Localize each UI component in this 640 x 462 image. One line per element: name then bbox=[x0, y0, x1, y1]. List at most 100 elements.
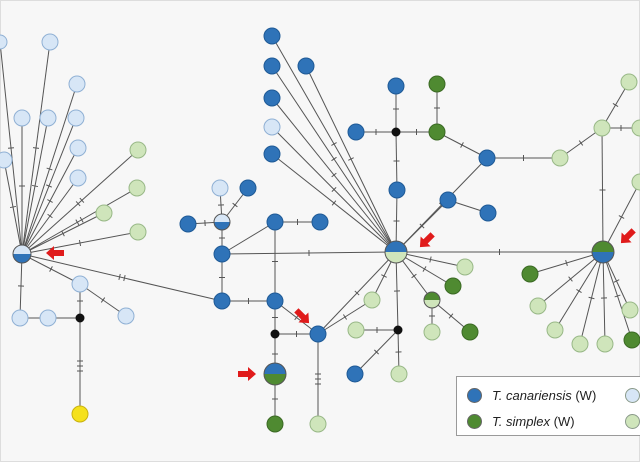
mutation-tick bbox=[7, 147, 15, 149]
haplotype-node-sp1-outline bbox=[213, 213, 231, 231]
legend-swatch-simplex bbox=[467, 413, 482, 429]
red-arrow-shape bbox=[419, 232, 435, 248]
mutation-tick bbox=[578, 140, 584, 146]
haplotype-node-b20 bbox=[346, 365, 364, 383]
haplotype-node-lg17 bbox=[631, 173, 640, 191]
haplotype-node-lg7 bbox=[456, 258, 474, 276]
legend-swatch-canariensis bbox=[467, 387, 482, 403]
mutation-tick bbox=[47, 213, 53, 219]
haplotype-node-l4 bbox=[13, 109, 31, 127]
mutation-tick bbox=[31, 184, 39, 188]
haplotype-node-bl1 bbox=[211, 179, 229, 197]
haplotype-node-h2-bottom-half bbox=[385, 252, 407, 263]
haplotype-node-lg14 bbox=[571, 335, 589, 353]
haplotype-node-g5 bbox=[266, 415, 284, 433]
haplotype-node-h2-top-half bbox=[385, 241, 407, 252]
haplotype-node-l13 bbox=[11, 309, 29, 327]
haplotype-node-l2 bbox=[41, 33, 59, 51]
haplotype-node-b11 bbox=[297, 57, 315, 75]
haplotype-node-l8 bbox=[69, 139, 87, 157]
haplotype-node-b13 bbox=[263, 145, 281, 163]
haplotype-node-sp1-top-half bbox=[214, 214, 230, 222]
haplotype-node-m3 bbox=[391, 127, 401, 137]
mutation-tick bbox=[411, 273, 417, 279]
mutation-tick bbox=[331, 172, 337, 178]
haplotype-node-lg3 bbox=[551, 149, 569, 167]
legend: T. canariensis (W) T. simplex (W) bbox=[456, 376, 640, 436]
haplotype-node-lg4 bbox=[593, 119, 611, 137]
mutation-tick bbox=[568, 276, 573, 282]
haplotype-node-b2 bbox=[213, 292, 231, 310]
haplotype-node-sp3 bbox=[423, 291, 441, 309]
edge-h1-b2 bbox=[21, 253, 223, 302]
mutation-tick bbox=[123, 275, 126, 282]
haplotype-node-b6 bbox=[266, 292, 284, 310]
mutation-tick bbox=[381, 274, 387, 278]
haplotype-node-sp1 bbox=[213, 213, 231, 231]
mutation-tick bbox=[618, 215, 625, 219]
network-nodes bbox=[0, 27, 640, 433]
haplotype-node-h3-outline bbox=[591, 240, 615, 264]
haplotype-node-lg15 bbox=[596, 335, 614, 353]
mutation-tick bbox=[331, 156, 337, 162]
haplotype-node-sp2-top-half bbox=[264, 363, 286, 374]
haplotype-node-sp2-outline bbox=[263, 362, 287, 386]
haplotype-node-sp3-bottom-half bbox=[424, 300, 440, 308]
haplotype-node-b1 bbox=[213, 245, 231, 263]
legend-label-simplex: T. simplex (W) bbox=[492, 413, 575, 429]
haplotype-node-b12 bbox=[263, 89, 281, 107]
haplotype-node-lg8 bbox=[363, 291, 381, 309]
mutation-tick bbox=[422, 266, 427, 272]
edge-h1-g2 bbox=[21, 187, 138, 255]
haplotype-node-g4 bbox=[129, 223, 147, 241]
haplotype-node-l10 bbox=[71, 275, 89, 293]
red-arrow-icon bbox=[238, 367, 256, 381]
haplotype-node-l3 bbox=[68, 75, 86, 93]
legend-swatch-light-blue bbox=[625, 388, 640, 403]
edge-b1-b5 bbox=[221, 221, 276, 255]
haplotype-node-b15 bbox=[387, 77, 405, 95]
haplotype-node-sp1-bottom-half bbox=[214, 222, 230, 230]
haplotype-node-h1-outline bbox=[12, 244, 32, 264]
haplotype-node-lb5 bbox=[263, 118, 281, 136]
haplotype-node-lg9 bbox=[347, 321, 365, 339]
mutation-tick bbox=[331, 142, 337, 146]
haplotype-node-b4 bbox=[239, 179, 257, 197]
haplotype-node-l1 bbox=[0, 34, 8, 50]
haplotype-node-g2 bbox=[128, 179, 146, 197]
red-arrow-icon bbox=[294, 308, 310, 324]
mutation-tick bbox=[331, 187, 337, 192]
mutation-tick bbox=[78, 239, 82, 247]
mutation-tick bbox=[75, 201, 81, 207]
haplotype-node-l11 bbox=[117, 307, 135, 325]
red-arrow-icon bbox=[46, 246, 64, 260]
haplotype-node-h1-top-half bbox=[13, 245, 31, 254]
legend-item-canariensis: T. canariensis (W) bbox=[467, 384, 596, 406]
haplotype-node-g7 bbox=[428, 123, 446, 141]
mutation-tick bbox=[565, 259, 568, 267]
mutation-tick bbox=[79, 216, 84, 223]
red-arrow-shape bbox=[294, 308, 310, 324]
haplotype-node-b19 bbox=[479, 204, 497, 222]
mutation-tick bbox=[46, 167, 53, 171]
mutation-tick bbox=[100, 297, 106, 303]
haplotype-node-lg1 bbox=[309, 415, 327, 433]
haplotype-node-g8 bbox=[444, 277, 462, 295]
haplotype-node-g3 bbox=[95, 204, 113, 222]
legend-swatch-light-green bbox=[625, 414, 640, 429]
haplotype-node-y1 bbox=[71, 405, 89, 423]
haplotype-node-h3-top-half bbox=[592, 241, 614, 252]
haplotype-node-g11 bbox=[623, 331, 640, 349]
edge-h1-g1 bbox=[21, 149, 139, 255]
haplotype-node-lg16 bbox=[621, 301, 639, 319]
red-arrow-shape bbox=[46, 246, 64, 260]
mutation-tick bbox=[354, 290, 360, 296]
mutation-tick bbox=[232, 202, 238, 208]
haplotype-node-b5 bbox=[266, 213, 284, 231]
mutation-tick bbox=[79, 197, 85, 203]
red-arrow-shape bbox=[238, 367, 256, 381]
haplotype-node-h2-outline bbox=[384, 240, 408, 264]
haplotype-node-h3 bbox=[591, 240, 615, 264]
haplotype-node-h2 bbox=[384, 240, 408, 264]
